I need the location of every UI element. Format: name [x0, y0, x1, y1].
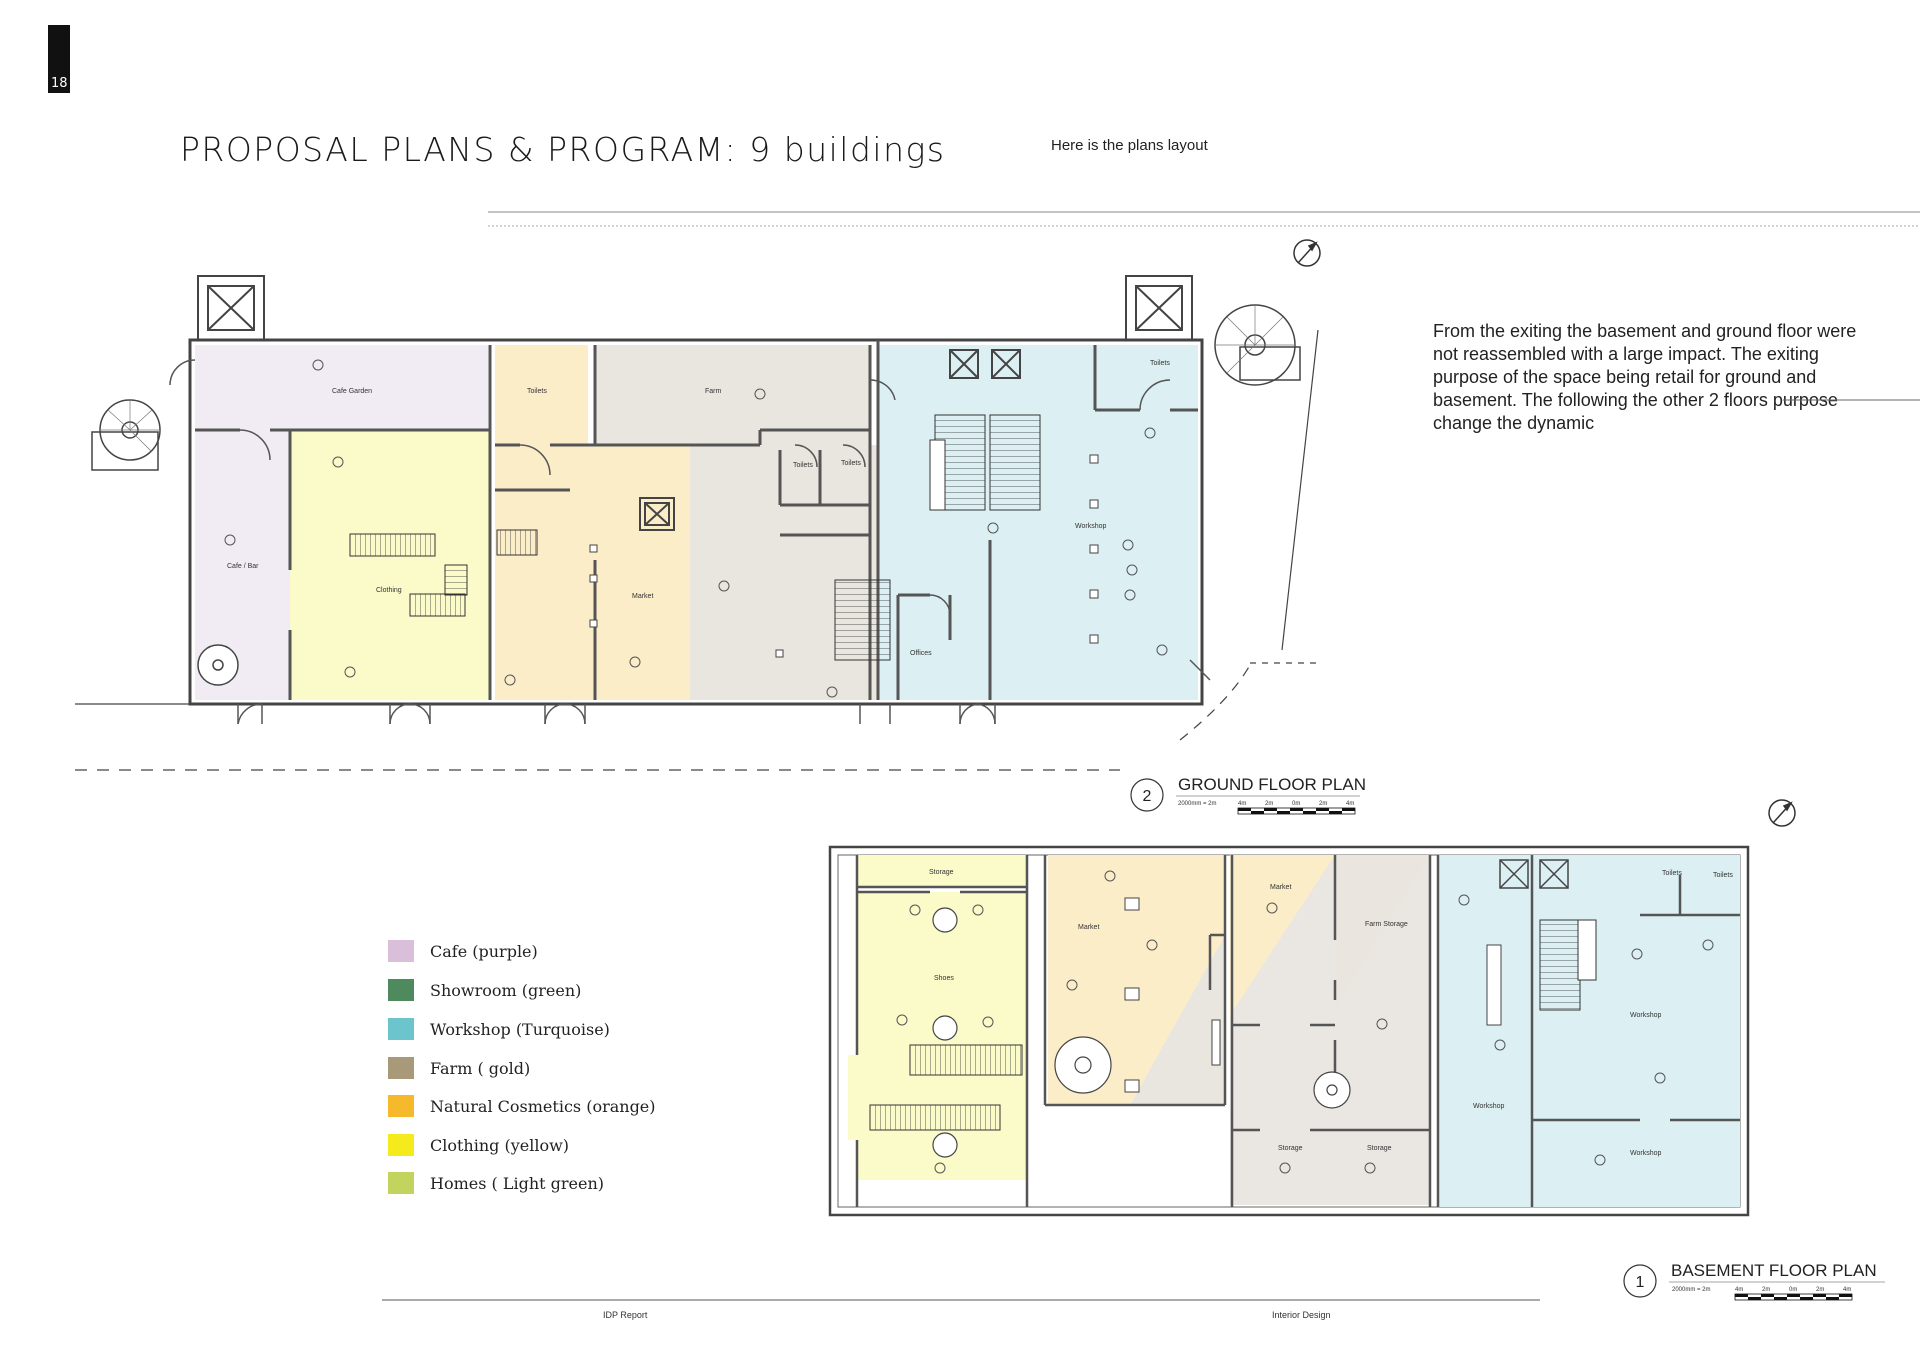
legend-swatch	[388, 1134, 414, 1156]
legend-label: Workshop (Turquoise)	[430, 1020, 610, 1039]
label-farm: Farm	[705, 388, 722, 395]
basement-north-arrow-icon	[1768, 799, 1796, 827]
label-cafe-garden: Cafe Garden	[332, 388, 372, 395]
room-workshop	[878, 345, 1198, 700]
room-workshop-basement	[1438, 855, 1740, 1207]
basement-floor-number: 1	[1636, 1274, 1645, 1291]
ground-floor-tick-2: 0m	[1292, 801, 1300, 807]
north-arrow-icon	[1293, 239, 1321, 267]
basement-floor-plan: Storage Shoes Market Market Farm Storage…	[828, 799, 1885, 1301]
page-number-tab: 18	[48, 25, 70, 93]
basement-label-shoes: Shoes	[934, 975, 954, 982]
basement-label-storage-2: Storage	[1278, 1145, 1303, 1152]
legend-swatch	[388, 1018, 414, 1040]
basement-floor-title: BASEMENT FLOOR PLAN	[1671, 1261, 1877, 1280]
basement-label-storage-3: Storage	[1367, 1145, 1392, 1152]
page-subtitle: Here is the plans layout	[1051, 137, 1208, 154]
ground-floor-title: GROUND FLOOR PLAN	[1178, 775, 1366, 794]
footer-right-text: Interior Design	[1272, 1310, 1331, 1320]
ground-floor-plan: Cafe Garden Cafe / Bar Clothing Toilets …	[75, 239, 1366, 815]
basement-label-toilets-1: Toilets	[1662, 870, 1682, 877]
room-storage-basement	[1230, 855, 1430, 1205]
legend-swatch	[388, 979, 414, 1001]
legend-swatch	[388, 1057, 414, 1079]
room-farm-storage	[1130, 935, 1225, 1105]
label-cafe-bar: Cafe / Bar	[227, 563, 259, 570]
label-offices: Offices	[910, 650, 932, 657]
ground-floor-title-block: 2 GROUND FLOOR PLAN 2000mm = 2m 4m 2m 0m…	[1130, 775, 1366, 815]
header-rules	[488, 211, 1920, 227]
ground-floor-tick-3: 2m	[1319, 801, 1327, 807]
basement-label-workshop-1: Workshop	[1630, 1012, 1661, 1019]
room-storage-1	[857, 855, 1027, 887]
basement-floor-title-block: 1 BASEMENT FLOOR PLAN 2000mm = 2m 4m 2m …	[1623, 1261, 1885, 1301]
legend-label: Clothing (yellow)	[430, 1136, 570, 1155]
label-clothing: Clothing	[376, 587, 402, 594]
room-toilets-1	[495, 345, 588, 445]
room-cafe-garden	[195, 345, 488, 430]
room-market	[495, 445, 690, 700]
legend-swatch	[388, 1172, 414, 1194]
basement-label-farm-storage: Farm Storage	[1365, 921, 1408, 928]
basement-floor-scale: 2000mm = 2m	[1672, 1287, 1711, 1293]
label-workshop: Workshop	[1075, 523, 1106, 530]
description-text: From the exiting the basement and ground…	[1433, 321, 1857, 433]
legend-label: Natural Cosmetics (orange)	[430, 1097, 656, 1116]
ground-floor-tick-0: 4m	[1238, 801, 1246, 807]
ground-floor-number: 2	[1143, 788, 1152, 805]
label-toilets-3: Toilets	[841, 460, 861, 467]
basement-floor-tick-3: 2m	[1816, 1287, 1824, 1293]
legend-swatch	[388, 1095, 414, 1117]
legend-label: Homes ( Light green)	[430, 1174, 605, 1193]
footer-left-text: IDP Report	[603, 1310, 648, 1320]
label-toilets-1: Toilets	[527, 388, 547, 395]
basement-label-market-1: Market	[1270, 884, 1291, 891]
label-toilets-2: Toilets	[793, 462, 813, 469]
room-farm	[595, 345, 870, 445]
basement-floor-tick-1: 2m	[1762, 1287, 1770, 1293]
basement-label-toilets-2: Toilets	[1713, 872, 1733, 879]
page-number: 18	[51, 76, 68, 91]
ground-floor-tick-1: 2m	[1265, 801, 1273, 807]
basement-label-workshop-3: Workshop	[1630, 1150, 1661, 1157]
legend-label: Farm ( gold)	[430, 1059, 531, 1078]
ground-floor-tick-4: 4m	[1346, 801, 1354, 807]
room-farm-lower	[690, 445, 890, 700]
legend-swatch	[388, 940, 414, 962]
basement-floor-tick-4: 4m	[1843, 1287, 1851, 1293]
label-market: Market	[632, 593, 653, 600]
label-toilets-4: Toilets	[1150, 360, 1170, 367]
basement-label-workshop-2: Workshop	[1473, 1103, 1504, 1110]
legend-label: Showroom (green)	[430, 981, 582, 1000]
basement-floor-tick-2: 0m	[1789, 1287, 1797, 1293]
page-title: PROPOSAL PLANS & PROGRAM: 9 buildings	[180, 130, 946, 169]
basement-label-storage-1: Storage	[929, 869, 954, 876]
ground-floor-scale: 2000mm = 2m	[1178, 801, 1217, 807]
legend-label: Cafe (purple)	[430, 942, 538, 961]
basement-floor-tick-0: 4m	[1735, 1287, 1743, 1293]
basement-label-market-2: Market	[1078, 924, 1099, 931]
